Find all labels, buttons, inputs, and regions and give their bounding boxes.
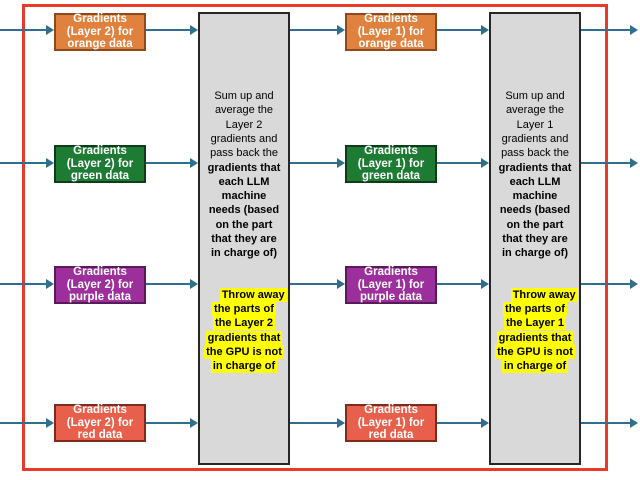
panel-text-highlighted: Throw away the parts of the Layer 2 grad… (201, 274, 287, 388)
flow-arrow-out-row2 (581, 158, 638, 168)
gradient-box-label: Gradients (Layer 1) for red data (357, 403, 425, 442)
flow-arrow-box-to-panel1-row2 (437, 158, 489, 168)
outer-red-border (22, 4, 608, 471)
flow-arrow-in-row2 (0, 158, 54, 168)
flow-arrow-box-to-panel1-row1 (437, 25, 489, 35)
gradient-box-layer1-purple: Gradients (Layer 1) for purple data (345, 266, 437, 304)
gradient-box-label: Gradients (Layer 2) for green data (66, 144, 134, 183)
flow-arrow-panel2-to-box-row3 (290, 279, 345, 289)
flow-arrow-panel2-to-box-row4 (290, 418, 345, 428)
panel-text-bold: gradients that each LLM machine needs (b… (498, 161, 572, 260)
flow-arrow-out-row4 (581, 418, 638, 428)
flow-arrow-in-row4 (0, 418, 54, 428)
flow-arrow-box-to-panel1-row3 (437, 279, 489, 289)
gradient-box-layer1-red: Gradients (Layer 1) for red data (345, 404, 437, 442)
gradient-box-label: Gradients (Layer 1) for purple data (357, 265, 425, 304)
flow-arrow-box-to-panel2-row3 (146, 279, 198, 289)
flow-arrow-panel2-to-box-row1 (290, 25, 345, 35)
gradient-box-layer1-orange: Gradients (Layer 1) for orange data (345, 13, 437, 51)
panel-text-bold: gradients that each LLM machine needs (b… (207, 161, 281, 260)
gradient-box-layer2-green: Gradients (Layer 2) for green data (54, 145, 146, 183)
aggregate-panel-layer2: Sum up and average the Layer 2 gradients… (198, 12, 290, 465)
highlight-text: Throw away the parts of the Layer 1 grad… (495, 287, 578, 374)
gradient-box-label: Gradients (Layer 2) for orange data (66, 12, 134, 51)
flow-arrow-in-row3 (0, 279, 54, 289)
flow-arrow-panel2-to-box-row2 (290, 158, 345, 168)
gradient-box-layer2-purple: Gradients (Layer 2) for purple data (54, 266, 146, 304)
flow-arrow-box-to-panel2-row2 (146, 158, 198, 168)
panel-text-highlighted: Throw away the parts of the Layer 1 grad… (492, 274, 578, 388)
flow-arrow-box-to-panel1-row4 (437, 418, 489, 428)
highlight-text: Throw away the parts of the Layer 2 grad… (204, 287, 287, 374)
gradient-box-layer2-orange: Gradients (Layer 2) for orange data (54, 13, 146, 51)
gradient-box-label: Gradients (Layer 1) for green data (357, 144, 425, 183)
flow-arrow-in-row1 (0, 25, 54, 35)
panel-text-normal: Sum up and average the Layer 2 gradients… (210, 90, 278, 160)
gradient-box-label: Gradients (Layer 1) for orange data (357, 12, 425, 51)
aggregate-panel-layer1: Sum up and average the Layer 1 gradients… (489, 12, 581, 465)
gradient-box-label: Gradients (Layer 2) for purple data (66, 265, 134, 304)
flow-arrow-out-row1 (581, 25, 638, 35)
gradient-box-layer1-green: Gradients (Layer 1) for green data (345, 145, 437, 183)
flow-arrow-out-row3 (581, 279, 638, 289)
flow-arrow-box-to-panel2-row1 (146, 25, 198, 35)
panel-text-normal: Sum up and average the Layer 1 gradients… (501, 90, 569, 160)
flow-arrow-box-to-panel2-row4 (146, 418, 198, 428)
gradient-box-label: Gradients (Layer 2) for red data (66, 403, 134, 442)
gradient-box-layer2-red: Gradients (Layer 2) for red data (54, 404, 146, 442)
